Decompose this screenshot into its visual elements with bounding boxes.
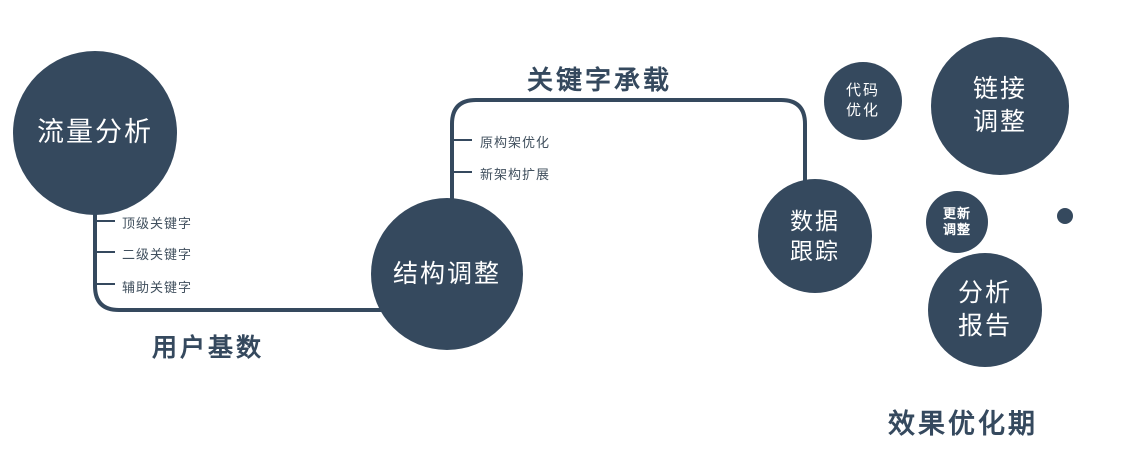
node-data-tracking-label: 数据 跟踪 xyxy=(790,207,840,264)
tick-label-second-keyword: 二级关键字 xyxy=(122,247,193,262)
tick-label-aux-keyword: 辅助关键字 xyxy=(122,280,193,295)
timeline-dot xyxy=(1057,208,1073,224)
node-analysis-report-label: 分析 报告 xyxy=(957,279,1012,340)
tick-label-arch-optimize: 原构架优化 xyxy=(480,135,551,150)
node-traffic-analysis-label: 流量分析 xyxy=(37,117,153,148)
edge-structure-to-tracking xyxy=(450,98,807,202)
node-update-adjustment: 更新 调整 xyxy=(926,191,988,253)
edge-traffic-to-structure xyxy=(93,200,393,312)
node-structure-adjustment-label: 结构调整 xyxy=(392,259,501,288)
node-link-adjustment-label: 链接 调整 xyxy=(972,75,1027,136)
tick-label-top-keyword: 顶级关键字 xyxy=(122,216,193,231)
node-traffic-analysis: 流量分析 xyxy=(13,51,177,215)
node-code-optimization: 代码 优化 xyxy=(824,62,902,140)
node-data-tracking: 数据 跟踪 xyxy=(758,179,872,293)
tick-label-arch-expand: 新架构扩展 xyxy=(480,167,551,182)
edge-label-user-base: 用户基数 xyxy=(152,334,265,362)
node-analysis-report: 分析 报告 xyxy=(928,253,1042,367)
phase-caption: 效果优化期 xyxy=(888,409,1038,439)
node-link-adjustment: 链接 调整 xyxy=(931,37,1069,175)
node-code-optimization-label: 代码 优化 xyxy=(845,82,880,119)
node-structure-adjustment: 结构调整 xyxy=(371,198,523,350)
node-update-adjustment-label: 更新 调整 xyxy=(942,205,971,237)
edge-label-keyword-carrier: 关键字承载 xyxy=(527,65,673,95)
